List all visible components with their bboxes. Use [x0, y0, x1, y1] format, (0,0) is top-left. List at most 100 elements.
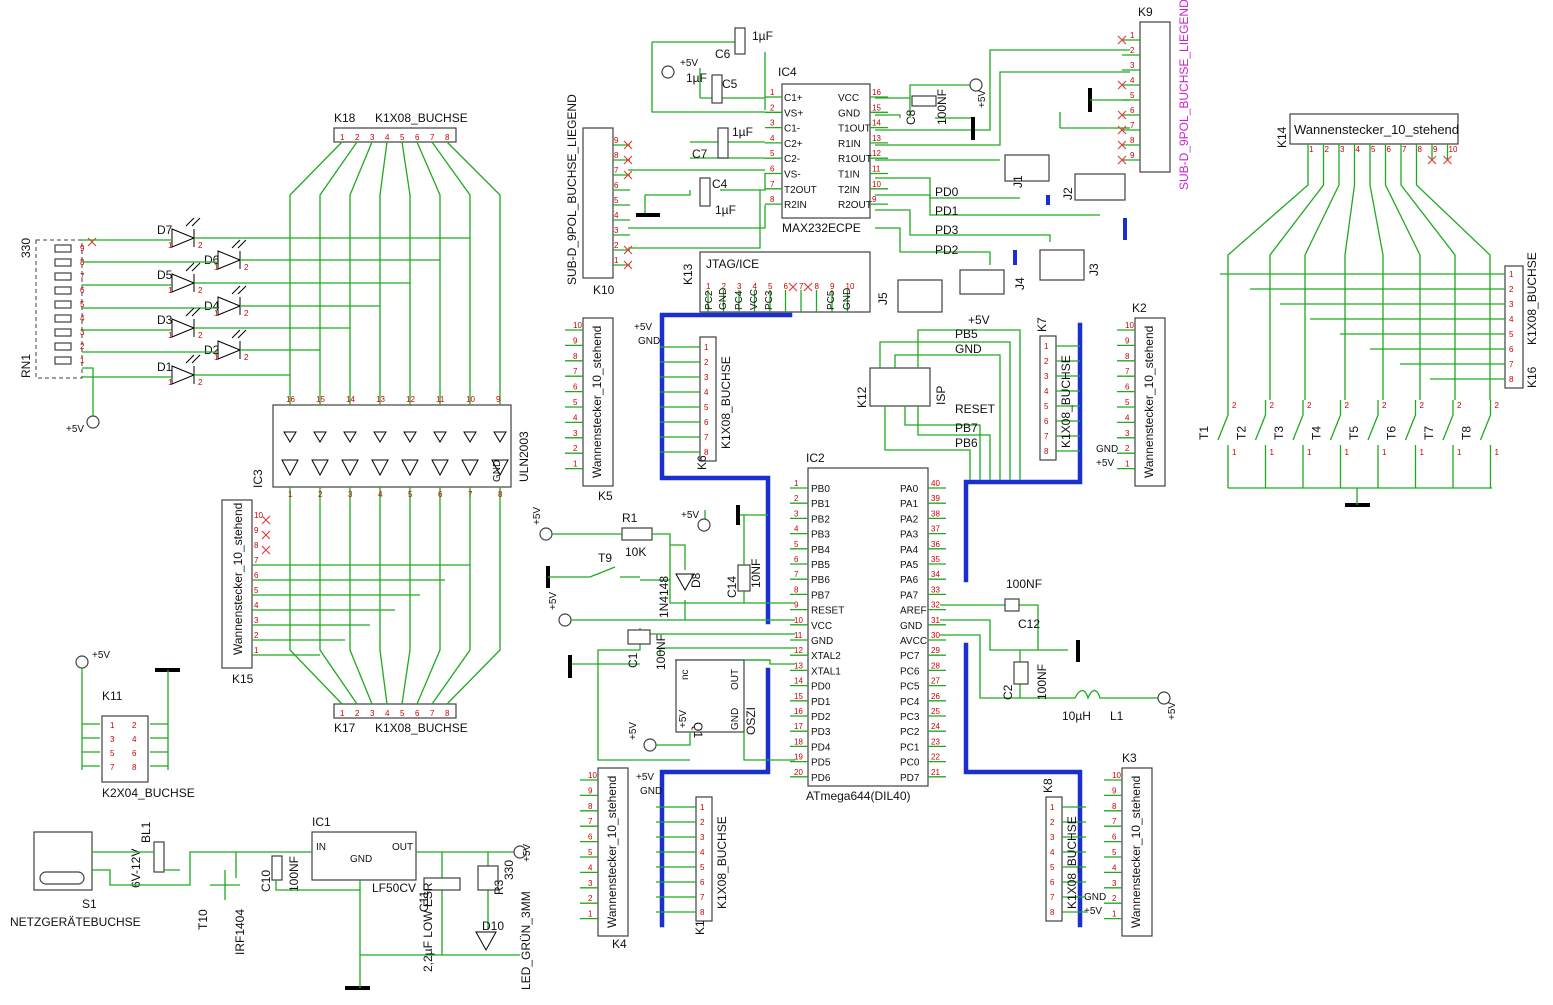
- ic2-pin-num: 14: [794, 677, 803, 686]
- k13-pin-num: 10: [846, 282, 855, 291]
- k14-pin-num: 3: [1340, 145, 1345, 154]
- d8-ref: D8: [689, 572, 703, 588]
- c5-value: 1µF: [686, 71, 707, 85]
- k12-value: ISP: [934, 386, 948, 405]
- ic4-pin-c1-: C1-: [784, 124, 800, 135]
- ic3-bot-pin: 1: [288, 490, 293, 499]
- ic2-pin-num: 10: [794, 616, 803, 625]
- switch-pin: 2: [1420, 401, 1425, 410]
- ic3-top-pin: 11: [436, 395, 445, 404]
- k1-ref: K1: [693, 920, 707, 935]
- c5-ref: C5: [722, 77, 738, 91]
- d8-value: 1N4148: [657, 576, 671, 618]
- t9-ref: T9: [598, 551, 612, 565]
- k15-pin-num: 4: [254, 601, 259, 610]
- ic4-pin-num: 5: [770, 149, 775, 158]
- k9-value: SUB-D_9POL_BUCHSE_LIEGEND: [1177, 0, 1191, 190]
- k18-ref: K18: [334, 111, 356, 125]
- k15-pin-num: 10: [254, 511, 263, 520]
- ic2-pin-num: 9: [794, 601, 799, 610]
- isp-gnd: GND: [955, 342, 982, 356]
- ic2-pin-gnd: GND: [900, 621, 922, 632]
- k9-ref: K9: [1138, 5, 1153, 19]
- c12-ref: C12: [1018, 617, 1040, 631]
- led-d5: D5: [157, 268, 173, 282]
- k13-pin-num: 3: [737, 282, 742, 291]
- k13-pin-num: 6: [784, 282, 789, 291]
- k3-pin-num: 5: [1112, 848, 1117, 857]
- ic2-pin-num: 1: [794, 479, 799, 488]
- k8-pin-num: 5: [1050, 863, 1055, 872]
- k15-pin-num: 1: [254, 646, 259, 655]
- ic2-pin-num: 25: [931, 707, 940, 716]
- c4-value: 1µF: [715, 203, 736, 217]
- ic1-ref: IC1: [312, 815, 331, 829]
- ic4-pin-vs-: VS-: [784, 170, 801, 181]
- r3-ref: R3: [492, 879, 506, 895]
- k18-pin-num: 1: [340, 133, 345, 142]
- rn1-pin-num: 2: [80, 342, 85, 351]
- ic4-pin-t1in: T1IN: [838, 170, 860, 181]
- isp-reset: RESET: [955, 402, 996, 416]
- ic2-pin-pd4: PD4: [811, 742, 831, 753]
- k15-pin-num: 5: [254, 586, 259, 595]
- bl1-value: 6V-12V: [129, 849, 143, 888]
- k13-pin-num: 1: [706, 282, 711, 291]
- k17-pin-num: 8: [445, 709, 450, 718]
- k17-pin-num: 5: [400, 709, 405, 718]
- k1-value: K1X08_BUCHSE: [715, 816, 729, 909]
- ic2-pin-pa7: PA7: [900, 590, 919, 601]
- k1-pin-num: 1: [700, 803, 705, 812]
- switch-t1: T1: [1197, 426, 1211, 440]
- ic3-top-pin: 13: [376, 395, 385, 404]
- k11-pin-num: 8: [132, 763, 137, 772]
- led-pin: 1: [214, 353, 219, 362]
- switch-pin: 2: [1495, 401, 1500, 410]
- c11-value: 2,2µF LOW ESR: [421, 882, 435, 972]
- k3-pin-num: 4: [1112, 863, 1117, 872]
- ic3-bot-pin: 3: [348, 490, 353, 499]
- led-pin: 1: [168, 331, 173, 340]
- ic2-pin-num: 32: [931, 601, 940, 610]
- led-pin: 2: [244, 353, 249, 362]
- led-pin: 2: [244, 263, 249, 272]
- k6-pin-num: 1: [704, 343, 709, 352]
- k10-pin-num: 2: [614, 241, 619, 250]
- c2-value: 100NF: [1035, 664, 1049, 700]
- k18-pin-num: 5: [400, 133, 405, 142]
- k8-pin-num: 2: [1050, 818, 1055, 827]
- ic2-pin-num: 29: [931, 646, 940, 655]
- k2-vcc: +5V: [1096, 458, 1114, 469]
- k14-pin-num: 8: [1418, 145, 1423, 154]
- ic2-pin-num: 35: [931, 555, 940, 564]
- ic2-pin-num: 28: [931, 661, 940, 670]
- ic1-in: IN: [316, 842, 326, 853]
- ic4-pin-vs+: VS+: [784, 108, 803, 119]
- k7-pin-num: 1: [1044, 342, 1049, 351]
- k14-pin-num: 4: [1356, 145, 1361, 154]
- k14-pin-num: 9: [1433, 145, 1438, 154]
- switch-t5: T5: [1347, 426, 1361, 440]
- k8-pin-num: 1: [1050, 803, 1055, 812]
- k5-pin-num: 1: [573, 460, 578, 469]
- ic2-pin-pc6: PC6: [900, 666, 920, 677]
- led-d4: D4: [204, 299, 220, 313]
- ic2-pin-num: 30: [931, 631, 940, 640]
- k5-ref: K5: [598, 489, 613, 503]
- ic4-pin-vcc: VCC: [838, 93, 859, 104]
- k10-pin-num: 4: [614, 211, 619, 220]
- k17-value: K1X08_BUCHSE: [375, 721, 468, 735]
- k7-value: K1X08_BUCHSE: [1059, 355, 1073, 448]
- k11-p5v: +5V: [92, 650, 110, 661]
- k4-pin-num: 4: [588, 863, 593, 872]
- ic3-top-pin: 9: [496, 395, 501, 404]
- led-pin: 1: [214, 263, 219, 272]
- ic2-pin-num: 39: [931, 494, 940, 503]
- ic4-pin-num: 8: [770, 195, 775, 204]
- ic2-pin-pb3: PB3: [811, 530, 830, 541]
- q1-vcc: +5V: [678, 710, 689, 728]
- k13-pin-num: 7: [799, 282, 804, 291]
